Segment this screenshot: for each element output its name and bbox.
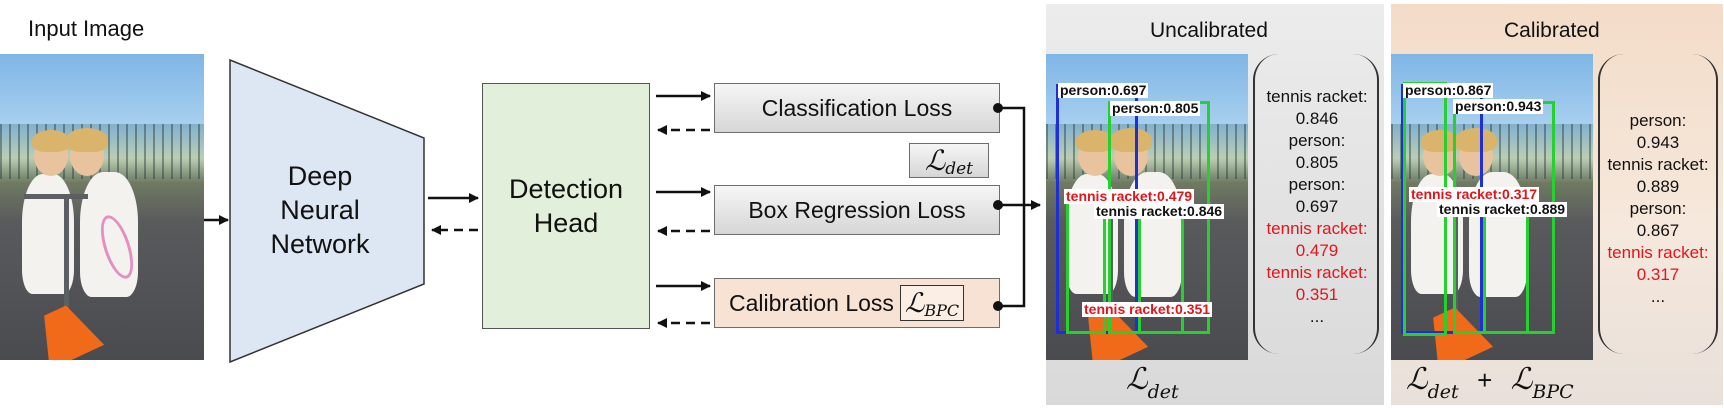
- uncal-score-val-5: 0.351: [1295, 285, 1339, 304]
- cal-score-val-2: 0.889: [1636, 177, 1680, 196]
- cal-label-racket-889: tennis racket:0.889: [1437, 201, 1568, 217]
- uncal-score-name-4: tennis racket:: [1266, 219, 1368, 238]
- uncalibrated-title: Uncalibrated: [1150, 19, 1268, 42]
- input-photo: [0, 54, 204, 360]
- uncal-score-name-5: tennis racket:: [1266, 263, 1368, 282]
- uncal-score-val-4: 0.479: [1295, 241, 1339, 260]
- uncal-label-racket-351: tennis racket:0.351: [1082, 301, 1213, 317]
- uncal-score-name-3: person:: [1288, 175, 1346, 194]
- uncalibrated-score-list: tennis racket: 0.846 person: 0.805 perso…: [1257, 86, 1377, 328]
- input-image-title: Input Image: [28, 16, 145, 41]
- cal-score-name-4: tennis racket:: [1607, 243, 1709, 262]
- uncalibrated-score-bracket: [1253, 54, 1379, 354]
- calibrated-loss-label: ℒdet + ℒBPC: [1406, 362, 1574, 403]
- cal-score-val-3: 0.867: [1636, 221, 1680, 240]
- calibration-loss-label: Calibration Loss: [729, 289, 894, 316]
- cal-score-val-1: 0.943: [1636, 133, 1680, 152]
- calibrated-score-bracket: [1598, 54, 1718, 354]
- cal-score-val-4: 0.317: [1636, 265, 1680, 284]
- cal-label-racket-317: tennis racket:0.317: [1409, 186, 1540, 202]
- classification-loss-label: Classification Loss: [761, 94, 953, 121]
- uncal-score-val-2: 0.805: [1295, 153, 1339, 172]
- uncal-label-person-697: person:0.697: [1058, 82, 1149, 98]
- detection-head-box: Detection Head: [482, 83, 650, 329]
- cal-label-person-867: person:0.867: [1403, 82, 1494, 98]
- uncal-score-name-1: tennis racket:: [1266, 87, 1368, 106]
- uncalibrated-photo: person:0.697 person:0.805 tennis racket:…: [1046, 54, 1248, 360]
- uncal-label-person-805: person:0.805: [1110, 100, 1201, 116]
- deep-neural-network-label: Deep Neural Network: [270, 161, 370, 259]
- uncal-label-racket-479: tennis racket:0.479: [1064, 188, 1195, 204]
- detection-head-label-2: Head: [533, 208, 599, 238]
- uncal-score-name-2: person:: [1288, 131, 1346, 150]
- uncal-score-val-1: 0.846: [1295, 109, 1339, 128]
- calibrated-photo: person:0.867 person:0.943 tennis racket:…: [1391, 54, 1593, 360]
- detection-head-label-1: Detection: [508, 174, 624, 204]
- box-regression-loss-box: Box Regression Loss: [714, 185, 1000, 235]
- cal-score-name-3: person:: [1629, 199, 1687, 218]
- classification-loss-box: Classification Loss: [714, 83, 1000, 133]
- cal-box-racket-2: [1483, 209, 1529, 334]
- uncal-score-val-3: 0.697: [1295, 197, 1339, 216]
- cal-score-name-2: tennis racket:: [1607, 155, 1709, 174]
- cal-label-person-943: person:0.943: [1453, 98, 1544, 114]
- calibrated-score-list: person: 0.943 tennis racket: 0.889 perso…: [1600, 110, 1716, 308]
- cal-score-ellipsis: ...: [1650, 287, 1666, 306]
- uncal-score-ellipsis: ...: [1309, 307, 1325, 326]
- box-regression-loss-label: Box Regression Loss: [748, 196, 966, 223]
- uncal-label-racket-846: tennis racket:0.846: [1094, 203, 1225, 219]
- uncalibrated-loss-label: ℒdet: [1126, 362, 1179, 403]
- calibrated-title: Calibrated: [1504, 19, 1600, 42]
- cal-score-name-1: person:: [1629, 111, 1687, 130]
- deep-neural-network-shape: [229, 58, 425, 364]
